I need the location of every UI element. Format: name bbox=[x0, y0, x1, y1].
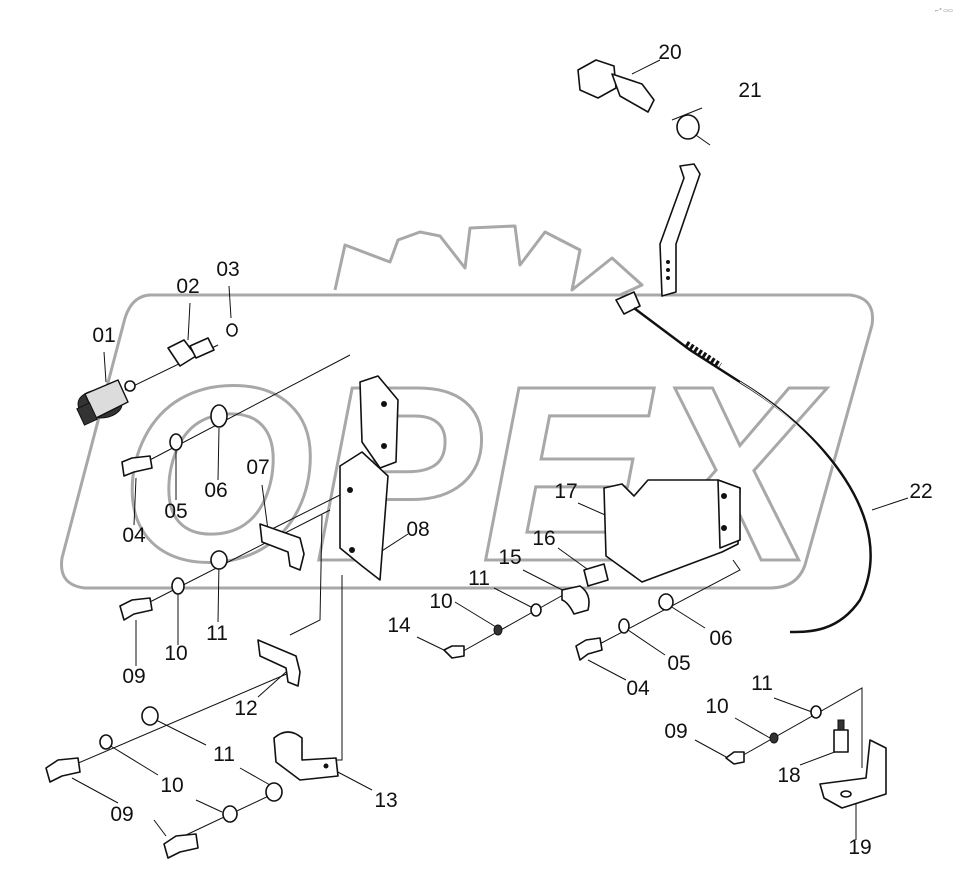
part-01-sensor bbox=[76, 379, 136, 426]
callout-label-c20: 20 bbox=[658, 41, 681, 64]
callout-label-c17: 17 bbox=[554, 480, 577, 503]
callout-label-c11d: 11 bbox=[751, 672, 773, 695]
part-05-washer-right bbox=[618, 618, 630, 634]
callout-label-c19: 19 bbox=[848, 836, 871, 859]
part-12-bracket bbox=[257, 639, 301, 687]
part-04-bolt-left bbox=[121, 455, 153, 477]
part-06-washer-right bbox=[658, 593, 674, 611]
callout-label-c03: 03 bbox=[216, 258, 239, 281]
part-19-bracket bbox=[819, 739, 887, 809]
callout-label-c10a: 10 bbox=[164, 642, 187, 665]
part-11-washer-e bbox=[810, 705, 822, 719]
part-10-washer-c bbox=[222, 805, 238, 823]
callout-label-c12: 12 bbox=[234, 697, 257, 720]
callout-label-c07: 07 bbox=[246, 456, 269, 479]
part-07-bracket bbox=[259, 523, 305, 571]
callout-label-c22: 22 bbox=[909, 480, 932, 503]
callout-label-c21: 21 bbox=[738, 79, 761, 102]
callout-label-c04b: 04 bbox=[626, 677, 650, 700]
part-21-washer bbox=[676, 114, 700, 140]
part-11-washer-b bbox=[141, 706, 159, 726]
callout-label-c10c: 10 bbox=[429, 590, 452, 613]
part-10-washer-b bbox=[99, 734, 113, 750]
part-22-cable bbox=[615, 291, 872, 634]
watermark-logo: OPEX bbox=[59, 224, 875, 615]
callout-label-c13: 13 bbox=[374, 789, 397, 812]
callout-label-c10b: 10 bbox=[160, 774, 183, 797]
callout-label-c14: 14 bbox=[387, 614, 411, 637]
callout-label-c09b: 09 bbox=[110, 803, 133, 826]
part-05-washer-left bbox=[169, 433, 183, 451]
callout-label-c09a: 09 bbox=[122, 665, 145, 688]
callout-label-c02: 02 bbox=[176, 275, 199, 298]
part-14-bolt bbox=[443, 645, 465, 659]
callout-label-c04a: 04 bbox=[122, 524, 146, 547]
part-20-pin bbox=[577, 59, 655, 113]
part-09-bolt-a bbox=[119, 597, 153, 621]
part-02-fitting bbox=[167, 337, 215, 367]
part-10-washer-d bbox=[493, 624, 503, 636]
part-04-bolt-right bbox=[575, 637, 603, 661]
callout-labels: 01 02 03 04 05 06 07 08 09 10 11 12 09 10 11 13 14 10 11 15… bbox=[92, 41, 932, 859]
watermark-text: OPEX bbox=[120, 334, 828, 613]
part-03-washer bbox=[226, 323, 238, 337]
part-09-bolt-c bbox=[163, 833, 199, 859]
watermark-band bbox=[59, 293, 875, 590]
callout-label-c01: 01 bbox=[92, 324, 115, 347]
part-11-washer-d bbox=[530, 603, 542, 617]
callout-label-c11a: 11 bbox=[206, 622, 228, 645]
callout-label-c06a: 06 bbox=[204, 479, 227, 502]
callout-label-c05a: 05 bbox=[164, 500, 187, 523]
part-17-plate-bracket bbox=[603, 479, 741, 583]
part-09-bolt-d bbox=[725, 751, 745, 765]
part-18-sender bbox=[833, 719, 849, 753]
callout-label-c11b: 11 bbox=[213, 743, 235, 766]
callout-label-c10d: 10 bbox=[705, 695, 728, 718]
part-09-bolt-b bbox=[45, 757, 81, 783]
corner-mark: ⌐° ▭▭ bbox=[935, 8, 953, 14]
part-15-clamp bbox=[561, 585, 590, 615]
callout-label-c18: 18 bbox=[777, 764, 800, 787]
lever-arm bbox=[659, 163, 701, 297]
part-16-spacer bbox=[583, 563, 609, 587]
part-11-washer-a bbox=[210, 550, 228, 570]
part-10-washer-e bbox=[769, 732, 779, 744]
part-08-bracket bbox=[339, 375, 399, 581]
part-13-clamp bbox=[273, 731, 339, 781]
callout-label-c08: 08 bbox=[406, 518, 429, 541]
part-10-washer-a bbox=[171, 577, 185, 595]
watermark-gear bbox=[333, 224, 644, 297]
callout-label-c06b: 06 bbox=[709, 627, 732, 650]
callout-label-c16: 16 bbox=[532, 527, 555, 550]
callout-label-c15: 15 bbox=[498, 546, 521, 569]
part-11-washer-c bbox=[265, 782, 283, 802]
callout-label-c05b: 05 bbox=[667, 652, 690, 675]
part-06-washer-left bbox=[210, 404, 228, 428]
callout-label-c11c: 11 bbox=[468, 567, 490, 590]
callout-label-c09c: 09 bbox=[664, 720, 687, 743]
